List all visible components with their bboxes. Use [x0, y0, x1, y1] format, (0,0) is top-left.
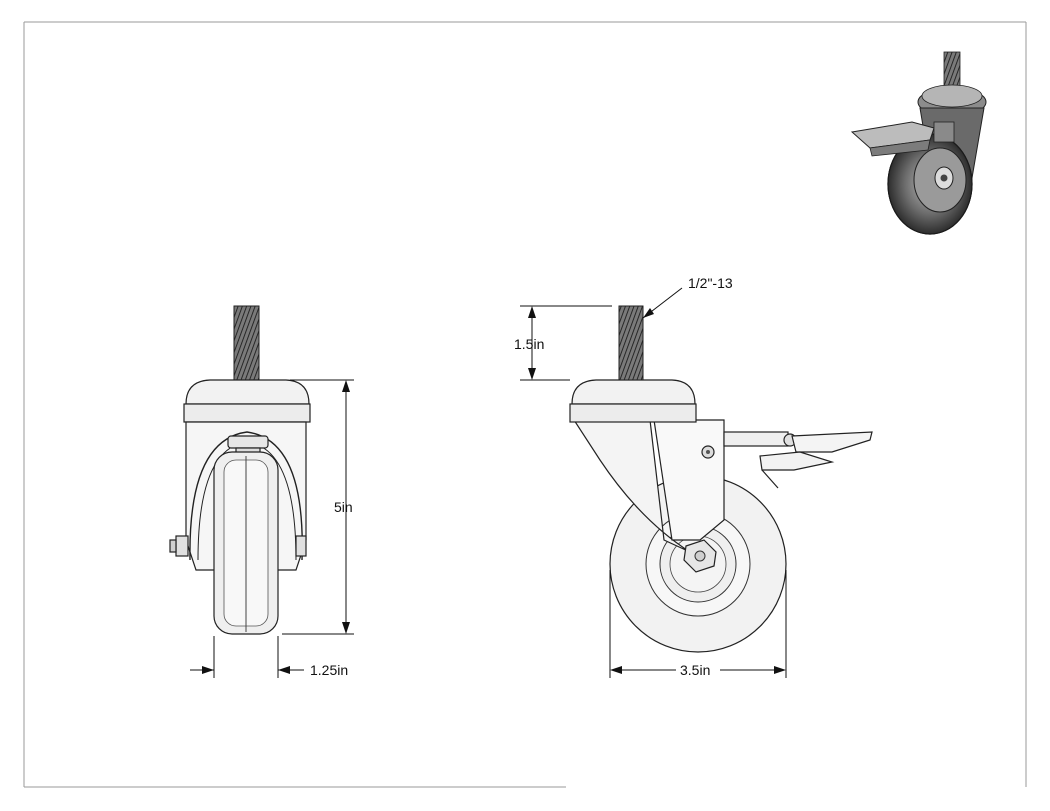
top-plate: [183, 403, 311, 423]
brake-arm: [723, 431, 789, 447]
front-view: [169, 305, 311, 635]
axle-nut-right: [295, 535, 307, 557]
swivel-top-side: [571, 379, 696, 405]
wheel-diameter-label: 3.5in: [680, 662, 710, 678]
front-dimensions: 5in 1.25in: [190, 379, 354, 678]
threaded-stem-side: [618, 305, 644, 381]
threaded-stem: [233, 305, 260, 381]
brake-lever: [791, 431, 873, 453]
fork-arch: [189, 431, 303, 561]
stem-length-label: 1.5in: [514, 336, 544, 352]
height-label: 5in: [334, 499, 353, 515]
brake-housing: [227, 435, 269, 449]
thread-spec-label: 1/2"-13: [688, 275, 733, 291]
side-view: [569, 305, 873, 653]
width-label: 1.25in: [310, 662, 348, 678]
drawing-frame: [23, 21, 1027, 788]
swivel-top: [185, 379, 310, 405]
isometric-view: [850, 51, 987, 235]
side-dimensions: 1.5in 1/2"-13 3.5in: [514, 275, 787, 678]
iso-brake: [850, 121, 935, 149]
axle-nut-left: [175, 535, 189, 557]
